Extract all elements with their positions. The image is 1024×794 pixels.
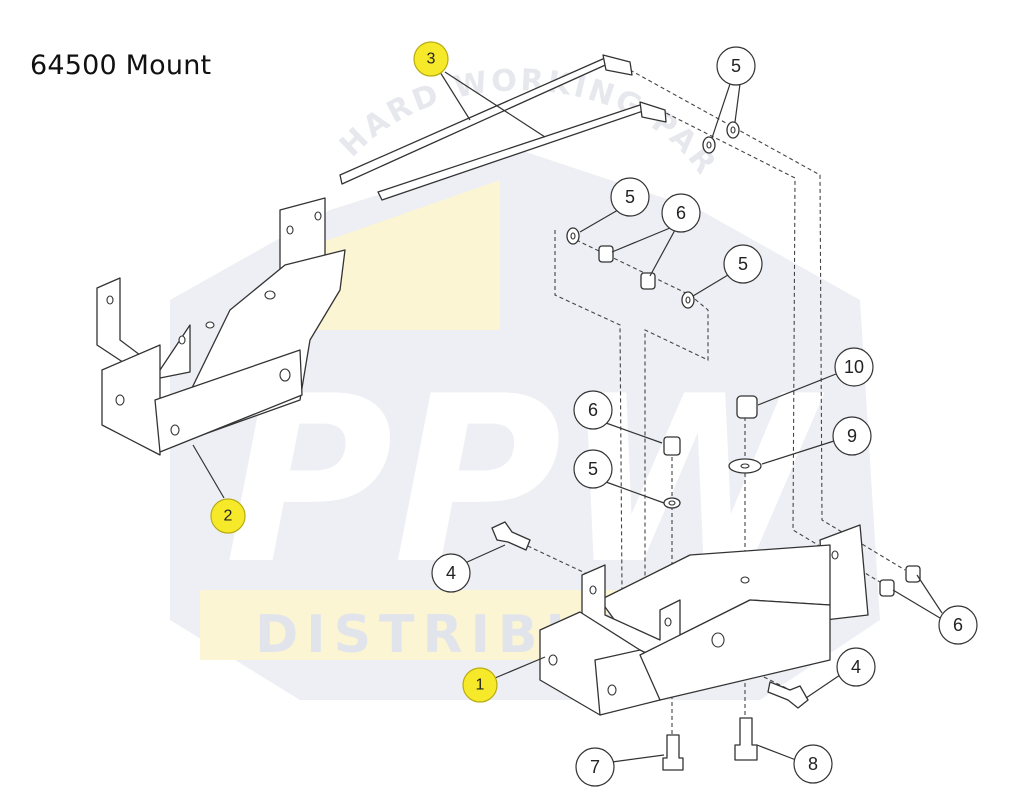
svg-text:4: 4 bbox=[446, 563, 456, 583]
callout-8[interactable]: 8 bbox=[793, 744, 833, 784]
callout-6[interactable]: 6 bbox=[938, 605, 978, 645]
svg-text:1: 1 bbox=[476, 677, 485, 694]
callouts: 3 5 5 6 5 10 6 9 5 2 4 6 4 1 7 8 bbox=[210, 41, 978, 787]
svg-text:9: 9 bbox=[847, 426, 857, 446]
bolt-icon bbox=[767, 681, 809, 709]
callout-5[interactable]: 5 bbox=[723, 244, 763, 284]
callout-4[interactable]: 4 bbox=[431, 553, 471, 593]
watermark-arc-text: HARD WORKING PARTS bbox=[0, 0, 723, 182]
page-title: 64500 Mount bbox=[30, 50, 212, 81]
callout-1[interactable]: 1 bbox=[462, 667, 498, 703]
callout-4[interactable]: 4 bbox=[836, 647, 876, 687]
svg-text:7: 7 bbox=[590, 757, 600, 777]
svg-text:6: 6 bbox=[953, 615, 963, 635]
callout-6[interactable]: 6 bbox=[573, 390, 613, 430]
nut-icon bbox=[640, 272, 656, 290]
callout-10[interactable]: 10 bbox=[834, 347, 874, 387]
leader-lines bbox=[192, 71, 943, 763]
svg-text:6: 6 bbox=[588, 400, 598, 420]
svg-text:10: 10 bbox=[844, 357, 864, 377]
nut-icon bbox=[879, 579, 895, 597]
callout-2[interactable]: 2 bbox=[210, 498, 246, 534]
hardware bbox=[491, 121, 921, 771]
part-2-left-bracket bbox=[96, 197, 346, 456]
bolt-icon bbox=[734, 717, 758, 761]
part-1-right-bracket bbox=[539, 524, 869, 716]
callout-5[interactable]: 5 bbox=[573, 449, 613, 489]
svg-text:5: 5 bbox=[588, 459, 598, 479]
callout-6[interactable]: 6 bbox=[661, 193, 701, 233]
svg-text:4: 4 bbox=[851, 657, 861, 677]
callout-5[interactable]: 5 bbox=[610, 177, 650, 217]
svg-text:2: 2 bbox=[224, 508, 233, 525]
nut-icon bbox=[663, 436, 681, 456]
svg-text:5: 5 bbox=[738, 254, 748, 274]
callout-5[interactable]: 5 bbox=[716, 46, 756, 86]
bolt-icon bbox=[491, 521, 531, 551]
svg-text:5: 5 bbox=[731, 56, 741, 76]
nut-icon bbox=[736, 395, 758, 419]
svg-text:6: 6 bbox=[676, 203, 686, 223]
svg-text:8: 8 bbox=[808, 754, 818, 774]
part-3-brace-bars bbox=[339, 54, 667, 201]
nut-icon bbox=[905, 565, 921, 583]
svg-text:5: 5 bbox=[625, 187, 635, 207]
nut-icon bbox=[598, 245, 614, 263]
callout-9[interactable]: 9 bbox=[832, 416, 872, 456]
svg-text:3: 3 bbox=[427, 51, 436, 68]
bolt-icon bbox=[662, 734, 684, 771]
callout-3[interactable]: 3 bbox=[413, 41, 449, 77]
callout-7[interactable]: 7 bbox=[575, 747, 615, 787]
